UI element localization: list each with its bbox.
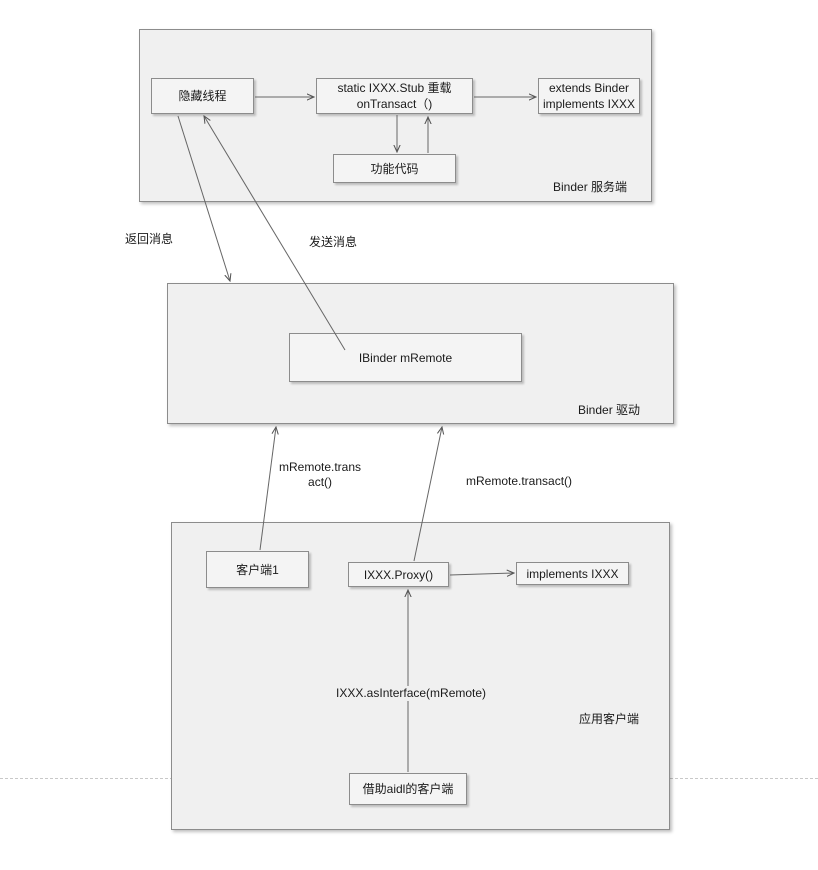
send-message-label: 发送消息 [309,235,358,249]
aidl-client-box: 借助aidl的客户端 [349,773,467,805]
arrow-proxy-to-implements [449,573,514,575]
ibinder-remote-box: IBinder mRemote [289,333,522,382]
return-message-label: 返回消息 [125,232,174,246]
arrow-client1-transact [259,427,276,551]
arrow-send-message [204,116,346,351]
implements-box: implements IXXX [516,562,629,585]
arrow-return-message [177,115,230,281]
app-client-title: 应用客户端 [579,712,640,726]
extends-box: extends Binder implements IXXX [538,78,640,114]
as-interface-label: IXXX.asInterface(mRemote) [336,686,487,701]
function-code-box: 功能代码 [333,154,456,183]
proxy-box: IXXX.Proxy() [348,562,449,587]
transact-label: mRemote.transact() [466,474,573,488]
client1-box: 客户端1 [206,551,309,588]
transact-split-label: mRemote.trans act() [279,460,362,489]
arrow-proxy-transact [413,427,442,562]
hidden-thread-box: 隐藏线程 [151,78,254,114]
stub-box: static IXXX.Stub 重载 onTransact（) [316,78,473,114]
binder-server-title: Binder 服务端 [553,180,628,194]
binder-driver-title: Binder 驱动 [578,403,641,417]
